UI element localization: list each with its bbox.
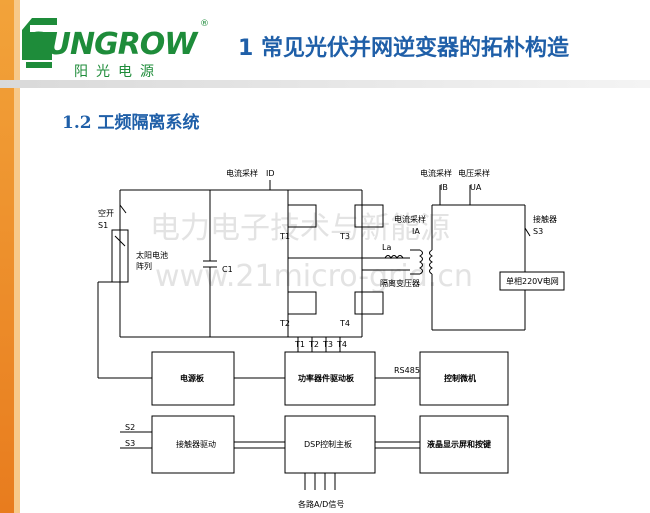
label-rs485: RS485 <box>394 366 420 375</box>
label-t4: T4 <box>339 319 350 328</box>
label-pv-array-line2: 阵列 <box>136 261 152 271</box>
label-id: ID <box>266 169 275 178</box>
label-current-sample-top: 电流采样 <box>226 168 258 178</box>
block-control-pc: 控制微机 <box>444 373 476 383</box>
logo-registered-mark: ® <box>200 19 209 29</box>
left-accent-stripe <box>0 0 14 513</box>
block-lcd: 液晶显示屏和按键 <box>427 439 491 449</box>
header-divider-band <box>0 80 650 88</box>
label-ua: UA <box>470 183 482 192</box>
label-ia: IA <box>412 227 420 236</box>
label-s3-top: S3 <box>533 227 543 236</box>
label-c1: C1 <box>222 265 233 274</box>
label-contactor: 接触器 <box>533 214 557 224</box>
block-power-board: 电源板 <box>180 373 205 383</box>
label-grid: 单相220V电网 <box>506 276 559 286</box>
section-title: 1.2 工频隔离系统 <box>62 113 200 133</box>
label-t2: T2 <box>279 319 290 328</box>
label-s2: S2 <box>125 423 135 432</box>
label-transformer: 隔离变压器 <box>380 278 420 288</box>
label-drv-t1: T1 <box>294 340 305 349</box>
label-current-sample-right: 电流采样 <box>420 168 452 178</box>
label-voltage-sample-right: 电压采样 <box>458 168 490 178</box>
label-t3: T3 <box>339 232 350 241</box>
sungrow-logo: SUNGROW ® 阳光电源 <box>22 10 210 80</box>
label-air-switch: 空开 <box>98 208 114 218</box>
label-drv-t4: T4 <box>336 340 347 349</box>
block-dsp: DSP控制主板 <box>304 439 352 449</box>
logo-tagline: 阳光电源 <box>74 64 162 80</box>
label-la: La <box>382 243 391 252</box>
watermark-line2: www.21micro-grid.cn <box>155 259 473 294</box>
label-s1: S1 <box>98 221 108 230</box>
logo-brand: SUNGROW <box>26 27 199 62</box>
left-accent-stripe-light <box>14 0 20 513</box>
label-drv-t2: T2 <box>308 340 319 349</box>
label-t1: T1 <box>279 232 290 241</box>
block-driver-board: 功率器件驱动板 <box>298 373 355 383</box>
watermark-line1: 电力电子技术与新能源 <box>150 211 450 246</box>
slide-title: 1 常见光伏并网逆变器的拓朴构造 <box>238 36 569 61</box>
label-drv-t3: T3 <box>322 340 333 349</box>
label-s3-bottom: S3 <box>125 439 135 448</box>
label-pv-array-line1: 太阳电池 <box>136 250 168 260</box>
label-current-sample-mid: 电流采样 <box>394 214 426 224</box>
label-ib: IB <box>440 183 448 192</box>
label-ad-signals: 各路A/D信号 <box>298 499 344 509</box>
block-contactor-driver: 接触器驱动 <box>176 439 216 449</box>
